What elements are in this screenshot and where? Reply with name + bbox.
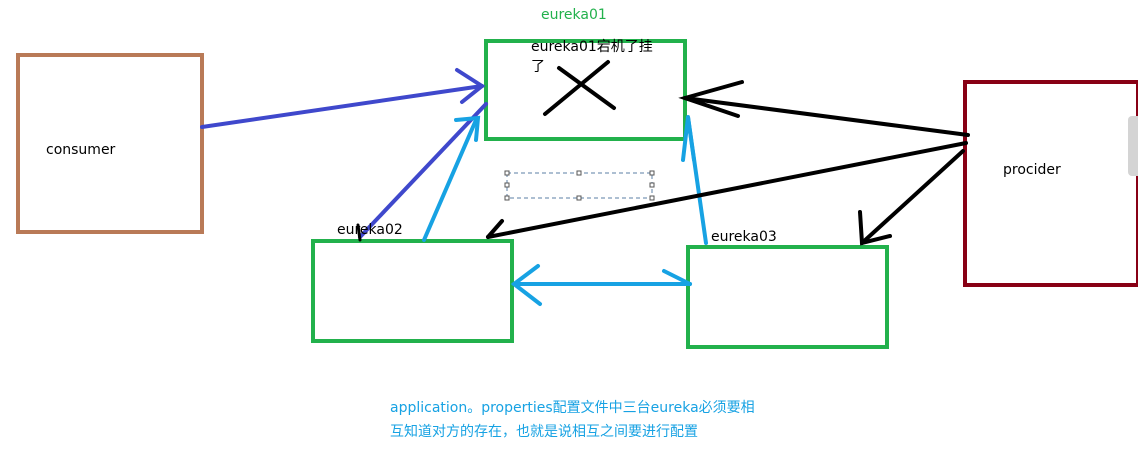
eureka01-down-label: eureka01宕机了挂了 [531,39,653,75]
provider-to-eureka02-arrow [486,141,968,239]
config-note-line-1: application。properties配置文件中三台eureka必须要相 [390,400,755,416]
eureka01-to-eureka02-line [358,102,488,239]
eureka02-black-tick [356,223,362,242]
eureka02-box [311,239,514,343]
eureka03-eureka02-cyan-arrow [510,264,692,306]
provider-to-eureka01-arrow [678,80,970,137]
scroll-handle[interactable] [1128,116,1138,176]
eureka03-box [686,245,889,349]
eureka02-eureka01-cyan-arrow [422,115,481,242]
consumer-to-eureka01-arrow [200,68,486,129]
provider-box [963,80,1138,287]
down-cross-icon [543,60,616,116]
eureka01-box [484,39,687,141]
eureka03-eureka01-cyan-arrow [681,115,708,245]
config-note: application。properties配置文件中三台eureka必须要相 … [390,396,810,444]
consumer-label: consumer [46,142,116,158]
config-note-line-2: 互知道对方的存在，也就是说相互之间要进行配置 [390,424,698,440]
eureka02-label: eureka02 [337,222,403,238]
provider-to-eureka03-arrow [858,149,965,246]
eureka01-title-label: eureka01 [541,7,607,23]
eureka03-label: eureka03 [711,229,777,245]
provider-label: procider [1003,162,1061,178]
consumer-box [16,53,204,234]
selection-box [504,170,655,201]
